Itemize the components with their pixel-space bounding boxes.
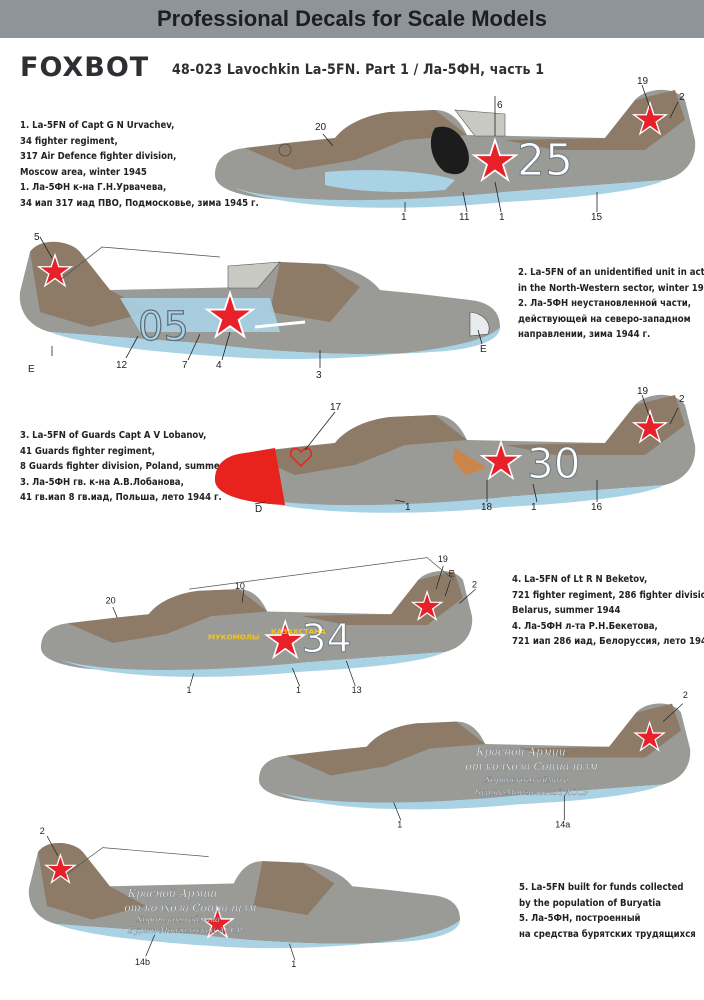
callout-2: 2 xyxy=(40,826,45,836)
inscription-line-2: от колхоза Социализм xyxy=(466,760,598,773)
callout-1: 1 xyxy=(397,820,402,830)
callout-16: 16 xyxy=(591,502,603,513)
callout-E: E xyxy=(449,569,455,579)
aircraft-4-slogan-left: МУКОМОЛЫ xyxy=(208,632,259,641)
caption-2: 2. La-5FN of an unidentified unit in act… xyxy=(518,267,704,340)
product-title: 48-023 Lavochkin La-5FN. Part 1 / Ла-5ФН… xyxy=(172,62,545,78)
aircraft-4-profile: 34 МУКОМОЛЫ КАЗАХСТАНА 20 10 1 1 13 19 E… xyxy=(40,554,477,695)
brand-logo: FOXBOT xyxy=(20,52,150,83)
callout-17: 17 xyxy=(330,402,342,413)
callout-20: 20 xyxy=(315,122,327,133)
callout-13: 13 xyxy=(352,685,362,695)
caption-3: 3. La-5FN of Guards Capt A V Lobanov,41 … xyxy=(20,430,251,503)
aircraft-2-profile: 05 5 E 12 7 4 3 E xyxy=(19,232,500,381)
callout-19: 19 xyxy=(637,76,649,87)
inscription-line-1: Красной Армии xyxy=(475,746,566,759)
inscription-line-1: Красной Армии xyxy=(127,887,218,900)
aircraft-4-slogan-right: КАЗАХСТАНА xyxy=(271,627,326,636)
inscription-line-2: от колхоза Социализм xyxy=(124,901,256,914)
callout-6: 6 xyxy=(497,100,503,111)
header-bar xyxy=(0,0,704,38)
aircraft-2-tail-number: 05 xyxy=(138,304,189,350)
callout-1: 1 xyxy=(499,212,505,223)
aircraft-1-profile: 25 20 6 1 11 1 15 19 2 xyxy=(215,76,696,223)
inscription-line-4: Бурят-Монгольской АССР xyxy=(473,787,589,797)
callout-11: 11 xyxy=(459,212,470,223)
callout-1: 1 xyxy=(401,212,407,223)
callout-19: 19 xyxy=(438,554,448,564)
callout-5: 5 xyxy=(34,232,40,243)
callout-14a: 14a xyxy=(555,820,570,830)
aircraft-5-profile: Красной Армии от колхоза Социализм Хорин… xyxy=(258,690,691,830)
callout-10: 10 xyxy=(235,581,245,591)
callout-2: 2 xyxy=(679,394,685,405)
callout-E: E xyxy=(28,364,35,375)
callout-1: 1 xyxy=(405,502,411,513)
inscription-line-3: Хоринского аймака xyxy=(484,775,568,785)
caption-1: 1. La-5FN of Capt G N Urvachev,34 fighte… xyxy=(20,120,259,209)
callout-D: D xyxy=(255,504,262,515)
callout-18: 18 xyxy=(481,502,493,513)
callout-E: E xyxy=(480,344,487,355)
aircraft-4-tail-number: 34 xyxy=(301,616,351,662)
callout-1: 1 xyxy=(531,502,537,513)
inscription-line-4: Бурят-Монгольской АССР xyxy=(127,925,243,935)
callout-1: 1 xyxy=(186,685,191,695)
callout-2: 2 xyxy=(683,690,688,700)
callout-1: 1 xyxy=(296,685,301,695)
caption-4: 4. La-5FN of Lt R N Beketov,721 fighter … xyxy=(512,574,704,647)
callout-14b: 14b xyxy=(135,957,150,967)
callout-15: 15 xyxy=(591,212,603,223)
callout-3: 3 xyxy=(316,370,322,381)
page-title: Professional Decals for Scale Models xyxy=(156,6,548,31)
callout-2: 2 xyxy=(472,579,477,589)
callout-2: 2 xyxy=(679,92,685,103)
inscription-line-3: Хоринского аймака xyxy=(136,914,220,924)
aircraft-3-profile: 30 17 D 1 18 1 16 19 2 xyxy=(215,386,696,515)
callout-1: 1 xyxy=(291,959,296,969)
callout-7: 7 xyxy=(182,360,188,371)
callout-12: 12 xyxy=(116,360,128,371)
aircraft-6-profile: Красной Армии от колхоза Социализм Хорин… xyxy=(28,826,461,969)
callout-19: 19 xyxy=(637,386,649,397)
aircraft-1-tail-number: 25 xyxy=(517,135,573,186)
callout-4: 4 xyxy=(216,360,222,371)
callout-20: 20 xyxy=(106,595,116,605)
aircraft-3-tail-number: 30 xyxy=(527,439,580,488)
